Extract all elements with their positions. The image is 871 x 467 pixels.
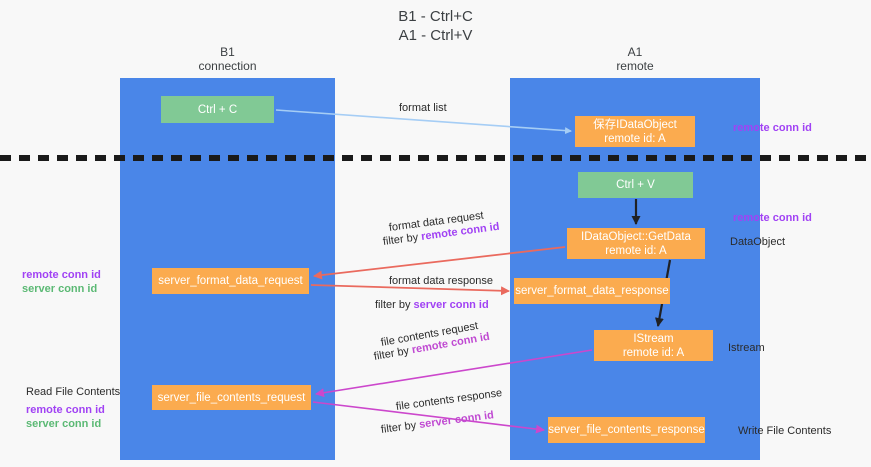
node-server-file-contents-request[interactable]: server_file_contents_request xyxy=(152,385,311,410)
page-title: B1 - Ctrl+C A1 - Ctrl+V xyxy=(398,8,473,44)
label-remote-conn-id-left-2: remote conn id xyxy=(26,404,105,416)
label-format-data-response-filter: filter by server conn id xyxy=(375,298,489,312)
node-server-format-data-request[interactable]: server_format_data_request xyxy=(152,268,309,294)
node-idataobject-getdata[interactable]: IDataObject::GetData remote id: A xyxy=(567,228,705,259)
label-group-conn-ids-2: remote conn id server conn id xyxy=(26,403,105,431)
label-server-conn-id-left-1: server conn id xyxy=(22,283,98,295)
filter-value: server conn id xyxy=(413,299,489,311)
arrow-file-contents-response xyxy=(312,401,545,434)
node-idataobject[interactable]: 保存IDataObject remote id: A xyxy=(575,116,695,147)
column-title-b1: B1 connection xyxy=(198,45,257,73)
node-ctrl-c[interactable]: Ctrl + C xyxy=(161,96,274,123)
label-server-conn-id-left-2: server conn id xyxy=(26,418,102,430)
phase-divider xyxy=(0,155,871,161)
arrow-file-contents-request xyxy=(315,349,593,398)
node-server-format-data-response[interactable]: server_format_data_response xyxy=(514,278,670,304)
node-server-file-contents-response[interactable]: server_file_contents_response xyxy=(548,417,705,443)
label-read-file-contents: Read File Contents xyxy=(26,386,121,398)
arrow-format-data-request xyxy=(313,246,566,280)
node-ctrl-v[interactable]: Ctrl + V xyxy=(578,172,693,198)
label-format-list: format list xyxy=(399,102,447,114)
label-write-file-contents: Write File Contents xyxy=(738,425,832,437)
label-remote-conn-id-mid: remote conn id xyxy=(733,212,812,224)
label-format-data-response: format data response xyxy=(389,275,493,287)
label-remote-conn-id-top: remote conn id xyxy=(733,122,812,134)
node-istream[interactable]: IStream remote id: A xyxy=(594,330,713,361)
arrow-format-list xyxy=(275,109,572,135)
label-group-conn-ids-1: remote conn id server conn id xyxy=(22,268,101,296)
label-dataobject: DataObject xyxy=(730,236,786,248)
column-title-a1: A1 remote xyxy=(616,45,654,73)
label-remote-conn-id-left-1: remote conn id xyxy=(22,269,101,281)
arrow-format-data-response xyxy=(310,284,510,296)
label-istream: Istream xyxy=(728,342,765,354)
filter-prefix: filter by xyxy=(375,299,414,311)
